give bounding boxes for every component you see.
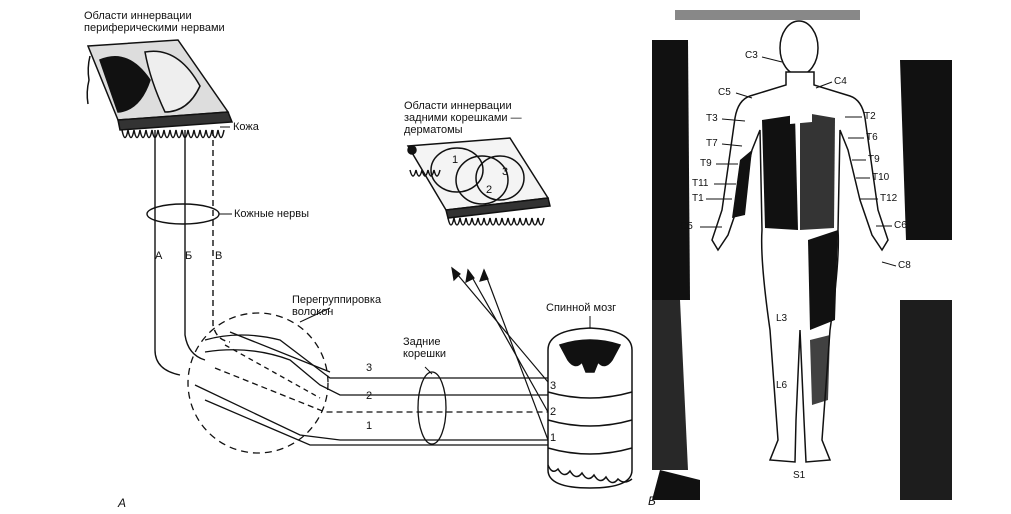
- posterior-roots-label: Задние корешки: [403, 336, 447, 360]
- derm-label-c5-upper: C5: [718, 87, 731, 98]
- cutaneous-nerves-label: Кожные нервы: [234, 208, 309, 220]
- leader-lines: [219, 126, 591, 375]
- root-number-2: 2: [366, 390, 373, 402]
- derm-label-t1: T1: [692, 193, 704, 204]
- segment-number-1: 1: [550, 432, 557, 444]
- derm-label-c6: C6: [894, 220, 907, 231]
- derm-label-t10: T10: [872, 172, 890, 183]
- nerve-letter-v: В: [215, 250, 223, 262]
- root-number-1: 1: [366, 420, 373, 432]
- body-figure: [711, 20, 889, 463]
- dermatome-shading: [732, 108, 838, 405]
- panel-label-b: Б: [648, 494, 656, 508]
- projection-arrows: [451, 266, 549, 441]
- derm-label-t12: T12: [880, 193, 898, 204]
- derm-label-l6: L6: [776, 380, 788, 391]
- derm-label-s1: S1: [793, 470, 806, 481]
- body-leaders: [700, 56, 897, 267]
- derm-label-c5-lower: C5: [680, 221, 693, 232]
- spinal-cord: [547, 327, 633, 489]
- spinal-cord-label: Спинной мозг: [546, 302, 617, 314]
- dermatome-skin-block: [406, 137, 551, 226]
- derm-label-t2: T2: [864, 111, 876, 122]
- regrouping-zone: [187, 312, 550, 454]
- panel-label-a: А: [118, 496, 127, 510]
- fiber-regrouping-label: Перегруппировка волокон: [292, 294, 382, 318]
- derm-label-t9-right: T9: [868, 154, 880, 165]
- posterior-roots-bundle: [417, 371, 447, 445]
- derm-label-t6: T6: [866, 132, 878, 143]
- derm-label-t9-left: T9: [700, 158, 712, 169]
- segment-number-2: 2: [550, 406, 557, 418]
- dermatome-number-3: 3: [502, 166, 509, 178]
- peripheral-skin-block: [86, 39, 234, 139]
- nerve-letter-b: Б: [185, 250, 193, 262]
- derm-label-t11: T11: [692, 178, 709, 189]
- nerve-letter-a: А: [155, 250, 163, 262]
- derm-label-t3: T3: [706, 113, 718, 124]
- dermatome-number-2: 2: [486, 184, 493, 196]
- dermatome-areas-title: Области иннервации задними корешками — д…: [404, 100, 522, 136]
- peripheral-areas-title: Области иннервации периферическими нерва…: [84, 10, 225, 34]
- dermatome-number-1: 1: [452, 154, 459, 166]
- segment-number-3: 3: [550, 380, 557, 392]
- derm-label-c4: C4: [834, 76, 847, 87]
- skin-label: Кожа: [233, 121, 259, 133]
- derm-label-t7: T7: [706, 138, 718, 149]
- derm-label-l3: L3: [776, 313, 788, 324]
- derm-label-c8: C8: [898, 260, 911, 271]
- root-number-3: 3: [366, 362, 373, 374]
- derm-label-c3: C3: [745, 50, 758, 61]
